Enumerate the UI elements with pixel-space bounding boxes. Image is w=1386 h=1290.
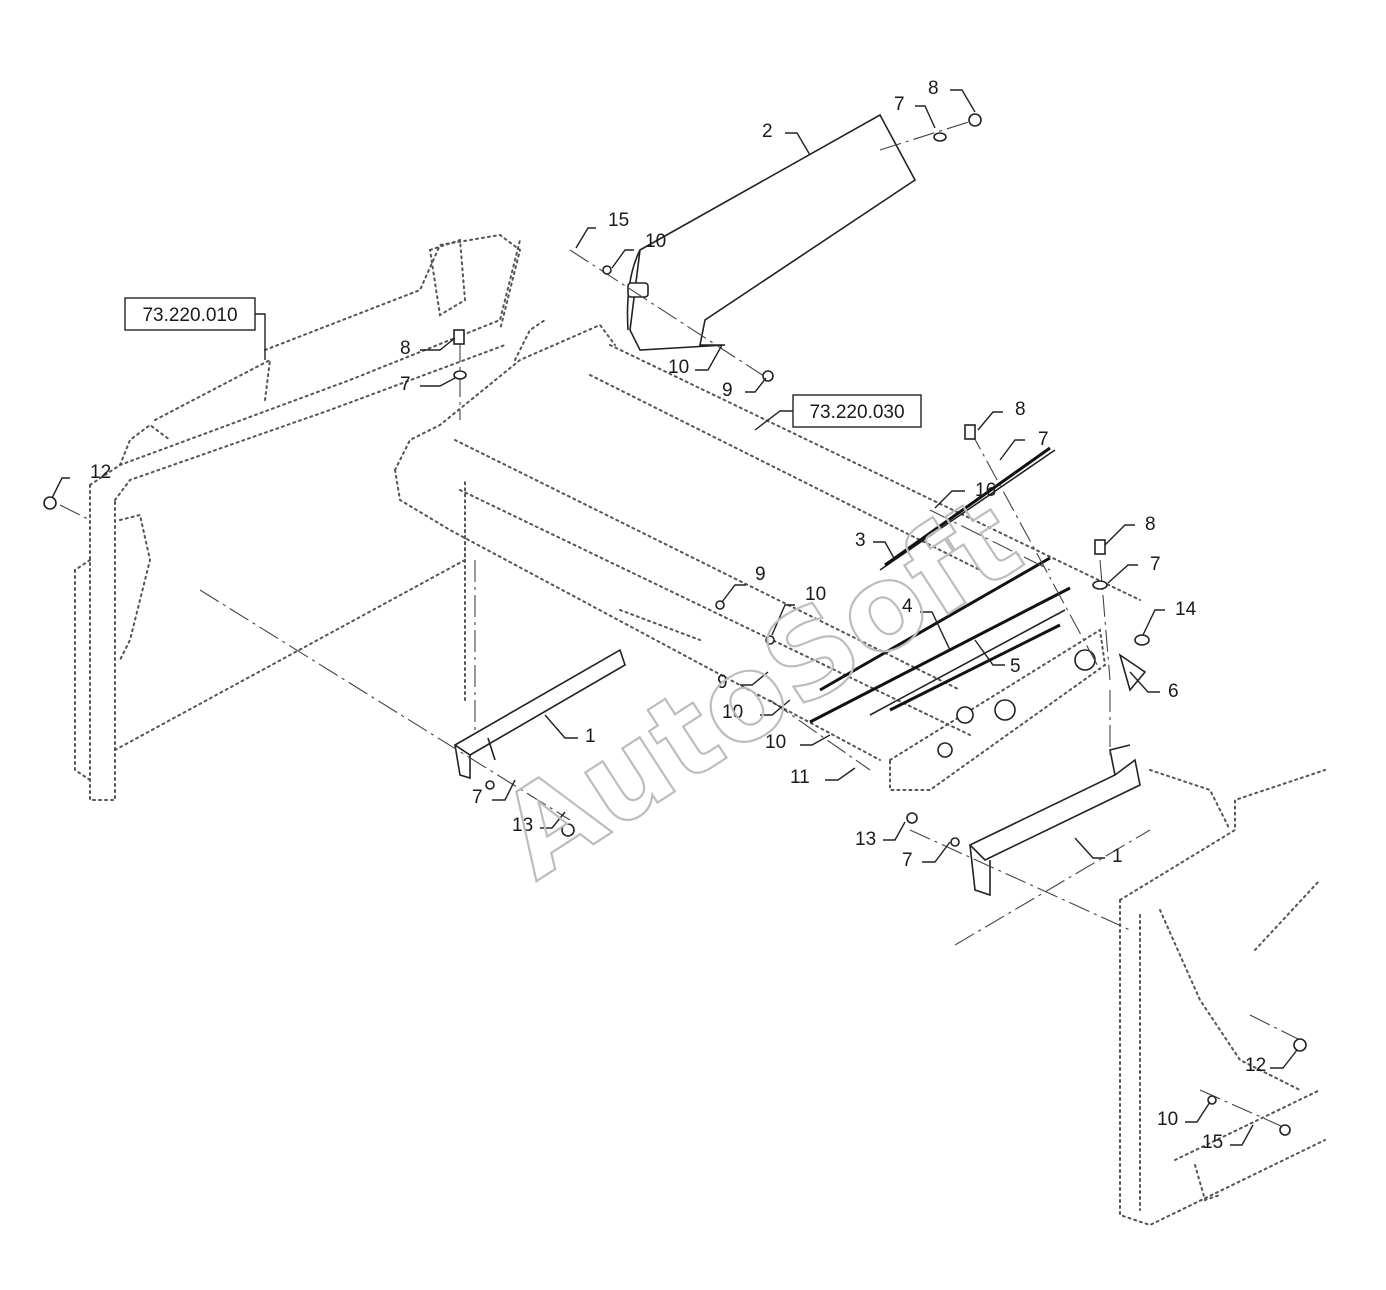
callout: 5 — [1010, 656, 1021, 677]
callout: 2 — [762, 121, 773, 142]
callout: 10 — [1157, 1109, 1178, 1130]
callout: 13 — [855, 829, 876, 850]
callout: 10 — [668, 357, 689, 378]
callout: 9 — [717, 672, 728, 693]
callout: 15 — [608, 210, 629, 231]
shafts — [809, 446, 1071, 724]
callout: 15 — [1202, 1132, 1223, 1153]
callout: 7 — [894, 94, 905, 115]
callout: 7 — [1038, 429, 1049, 450]
callout: 10 — [765, 732, 786, 753]
reference-73-220-030[interactable]: 73.220.030 — [754, 394, 922, 431]
callout: 10 — [722, 702, 743, 723]
callout: 3 — [855, 530, 866, 551]
callout: 8 — [1015, 399, 1026, 420]
cover-panel — [626, 113, 917, 351]
fasteners — [43, 113, 1307, 1136]
callout: 16 — [975, 480, 996, 501]
callout: 9 — [755, 564, 766, 585]
bracket-right — [968, 744, 1141, 897]
center-lines — [59, 119, 1301, 1131]
conveyor-panel — [394, 319, 1141, 761]
callout: 1 — [1112, 846, 1123, 867]
callout: 8 — [400, 338, 411, 359]
callout: 11 — [790, 767, 810, 788]
reference-73-220-010[interactable]: 73.220.010 — [124, 297, 266, 360]
reference-label: 73.220.010 — [142, 305, 237, 326]
callout: 13 — [512, 815, 533, 836]
callout: 14 — [1175, 599, 1197, 620]
callout: 12 — [1245, 1055, 1266, 1076]
callout: 7 — [902, 850, 913, 871]
callout: 7 — [472, 787, 483, 808]
callouts: 8 7 2 15 10 10 9 8 7 12 8 7 16 3 8 7 14 … — [51, 78, 1298, 1153]
callout: 7 — [400, 374, 411, 395]
drive-assembly — [889, 628, 1147, 791]
right-frame — [1119, 769, 1326, 1227]
callout: 7 — [1150, 554, 1161, 575]
callout: 6 — [1168, 681, 1179, 702]
callout: 9 — [722, 380, 733, 401]
callout: 10 — [645, 231, 666, 252]
callout: 8 — [1145, 514, 1156, 535]
callout: 10 — [805, 584, 826, 605]
callout: 12 — [90, 462, 111, 483]
callout: 1 — [585, 726, 596, 747]
reference-label: 73.220.030 — [809, 402, 904, 423]
bracket-left — [453, 648, 626, 780]
callout: 8 — [928, 78, 939, 99]
callout: 4 — [902, 596, 913, 617]
